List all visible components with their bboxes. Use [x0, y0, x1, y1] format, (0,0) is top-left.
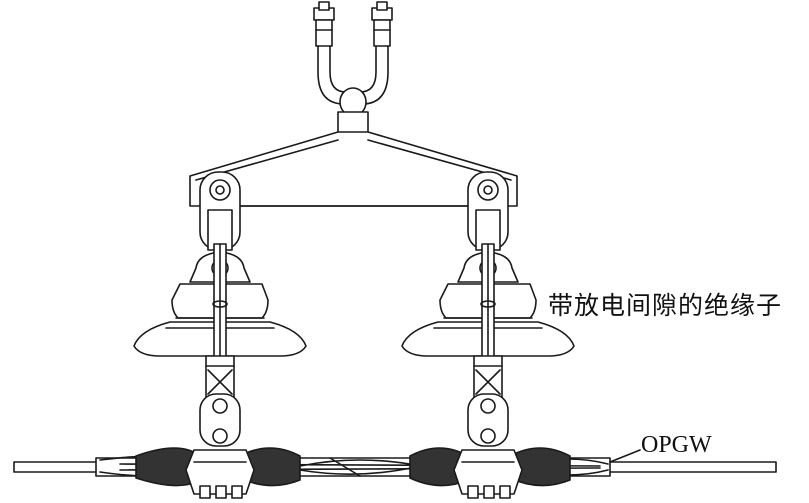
opgw-cable-assembly [14, 448, 776, 498]
opgw-leader-line [610, 450, 640, 462]
right-insulator-string [402, 172, 574, 446]
insulator-label: 带放电间隙的绝缘子 [548, 291, 783, 320]
opgw-label: OPGW [641, 432, 712, 458]
left-insulator-string [134, 172, 306, 446]
